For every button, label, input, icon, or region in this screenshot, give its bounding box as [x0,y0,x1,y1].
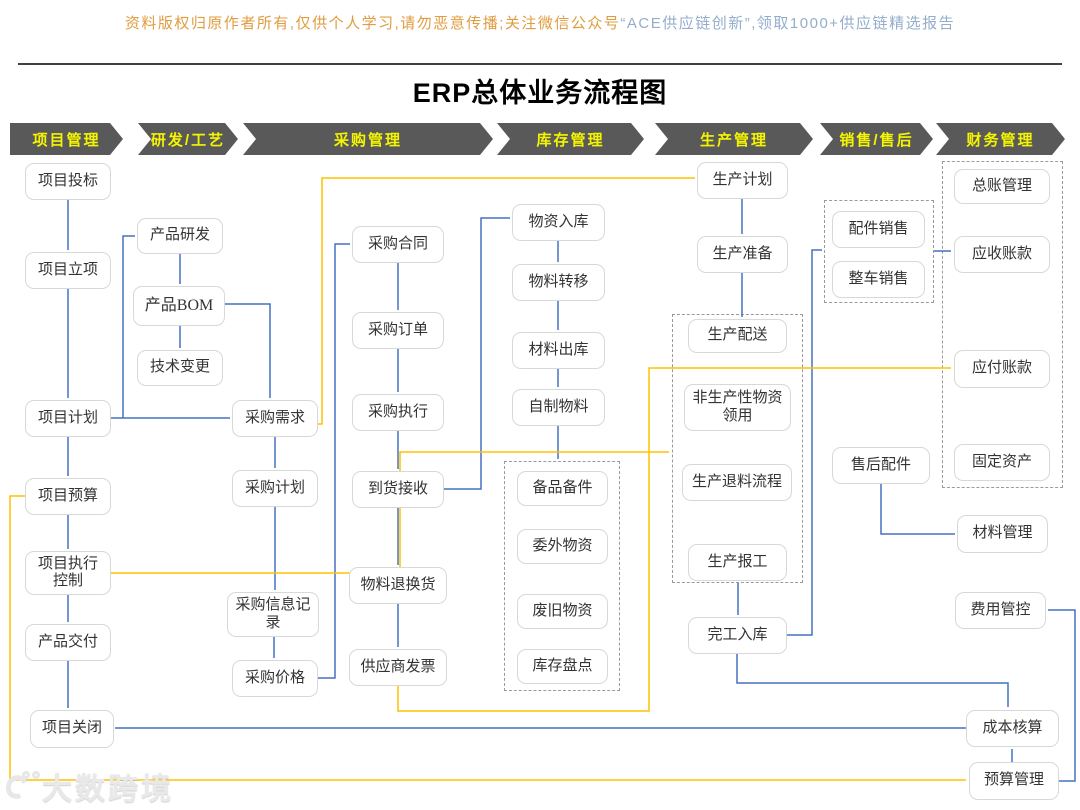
node-project-budget: 项目预算 [25,478,111,515]
edge-plan-to-product-rd [122,235,135,418]
node-inventory-count: 库存盘点 [517,649,608,684]
node-production-reporting: 生产报工 [688,544,787,581]
node-fixed-assets: 固定资产 [954,444,1050,481]
node-budget-mgmt: 预算管理 [969,762,1059,800]
node-purchase-info-record: 采购信息记录 [227,592,319,637]
node-production-return-process: 生产退料流程 [682,464,792,501]
edge-budget-to-budgetmgmt [9,495,966,781]
node-purchase-contract: 采购合同 [352,226,444,263]
edge-demand-to-prodplan [318,177,695,425]
node-cost-accounting: 成本核算 [966,710,1059,747]
node-material-transfer: 物料转移 [512,264,605,301]
node-expense-control: 费用管控 [955,592,1046,629]
lane-purchase-management: 采购管理 [243,123,493,155]
node-scrap-material: 废旧物资 [517,594,608,629]
notice-text-brand: “ACE供应链创新” [620,15,752,32]
edge-price-to-contract [318,243,350,679]
node-project-bid: 项目投标 [25,163,111,200]
node-accounts-payable: 应付账款 [954,350,1050,388]
node-vehicle-sales: 整车销售 [832,261,925,298]
node-supplier-invoice: 供应商发票 [349,649,447,686]
node-material-mgmt: 材料管理 [957,515,1048,553]
lane-inventory-management: 库存管理 [497,123,644,155]
node-project-execution-control: 项目执行控制 [25,551,111,595]
finance-group [942,161,1063,488]
lane-sales-aftersales: 销售/售后 [820,123,933,155]
logo-dot [32,771,40,779]
node-production-plan: 生产计划 [697,162,788,199]
node-purchase-plan: 采购计划 [232,470,318,507]
node-purchase-demand: 采购需求 [232,400,318,437]
node-material-inbound: 物资入库 [512,204,605,241]
node-goods-receipt: 到货接收 [352,471,444,508]
lane-production-management: 生产管理 [655,123,813,155]
logo-dot [22,771,30,779]
node-outsourced-material: 委外物资 [517,529,608,564]
lane-finance-management: 财务管理 [936,123,1065,155]
node-project-initiation: 项目立项 [25,252,111,289]
node-self-made-material: 自制物料 [512,389,605,426]
node-purchase-order: 采购订单 [352,312,444,349]
node-parts-sales: 配件销售 [832,211,925,248]
node-non-production-material-requisition: 非生产性物资领用 [684,384,791,431]
edge-aftersales-to-materialmgmt [880,484,955,535]
node-product-bom: 产品BOM [133,286,225,326]
node-tech-change: 技术变更 [137,350,223,386]
node-purchase-price: 采购价格 [232,660,318,697]
watermark-logo-icon [2,771,40,803]
copyright-notice: 资料版权归原作者所有,仅供个人学习,请勿恶意传播;关注微信公众号“ACE供应链创… [0,12,1080,33]
node-material-outbound: 材料出库 [512,332,605,369]
lane-project-management: 项目管理 [10,123,123,155]
node-spare-parts: 备品备件 [517,471,608,506]
node-purchase-execution: 采购执行 [352,394,444,431]
edge-finished-to-cost [736,654,1009,707]
edge-bom-to-purchase-demand [225,303,271,398]
node-project-close: 项目关闭 [30,710,114,748]
production-execution-group [672,314,803,583]
page-title: ERP总体业务流程图 [412,78,668,108]
node-production-distribution: 生产配送 [688,319,787,353]
watermark-brand-text: 大数跨境 [42,773,174,806]
node-product-delivery: 产品交付 [25,624,111,661]
dashukuajing-watermark: 大数跨境 [2,764,174,808]
sales-group [824,200,934,303]
edge-budgetmgmt-to-expense [1048,609,1076,782]
node-material-return-exchange: 物料退换货 [349,567,447,604]
node-project-plan: 项目计划 [25,400,111,437]
lane-rd-process: 研发/工艺 [138,123,238,155]
notice-text-warm: 资料版权归原作者所有,仅供个人学习,请勿恶意传播;关注微信公众号 [124,15,621,32]
notice-text-cool: ,领取1000+供应链精选报告 [751,15,956,32]
node-general-ledger: 总账管理 [954,169,1050,204]
node-production-prep: 生产准备 [697,236,788,273]
node-aftersales-parts: 售后配件 [832,447,930,484]
node-accounts-receivable: 应收账款 [954,236,1050,273]
header-divider [18,63,1062,65]
node-finished-goods-inbound: 完工入库 [688,617,787,654]
edge-receipt-to-inbound [444,217,510,490]
node-product-rd: 产品研发 [137,218,223,254]
